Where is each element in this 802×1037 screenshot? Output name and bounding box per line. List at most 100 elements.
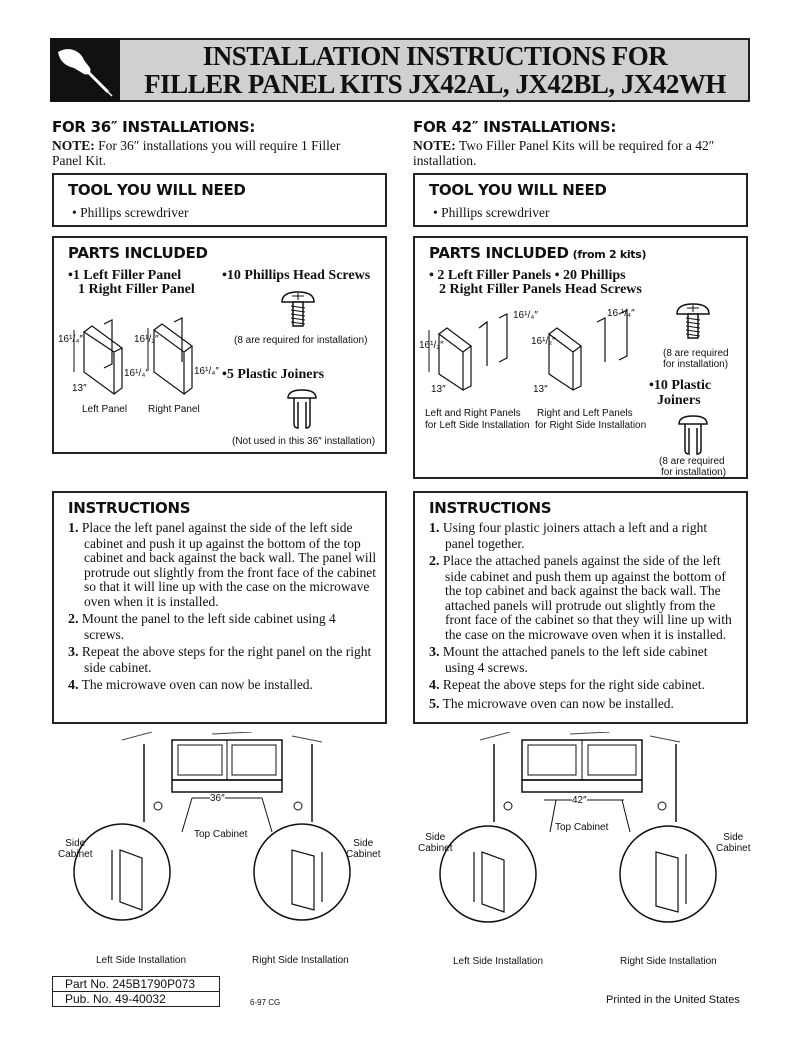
step-text: The microwave oven can now be installed. [81, 677, 313, 692]
dim-label: 13″ [431, 384, 446, 395]
joiners-note: (Not used in this 36″ installation) [232, 436, 376, 447]
step-item: 4. Repeat the above steps for the right … [429, 677, 739, 694]
panel-caption: Right and Left Panels [537, 408, 633, 419]
left-steps: 1. Place the left panel against the side… [68, 520, 378, 697]
tool-item: • Phillips screwdriver [433, 205, 550, 220]
top-cabinet-label: Top Cabinet [555, 822, 609, 833]
dim-label: 16¹/₄″ [124, 368, 149, 379]
right-side-installation-label: Right Side Installation [252, 955, 349, 966]
width-label: 36″ [210, 793, 225, 804]
parts-panels-1: •1 Left Filler Panel [68, 268, 182, 283]
right-tool-box: TOOL YOU WILL NEED • Phillips screwdrive… [413, 173, 748, 227]
step-item: 4. The microwave oven can now be install… [68, 677, 378, 694]
page-title: INSTALLATION INSTRUCTIONS FOR FILLER PAN… [120, 42, 750, 98]
right-panel-label: Right Panel [148, 404, 200, 415]
parts-line-2: 2 Right Filler Panels Head Screws [439, 282, 642, 297]
parts-joiners: Joiners [657, 393, 701, 408]
parts-title-sub: (from 2 kits) [572, 248, 647, 261]
step-item: 1. Place the left panel against the side… [68, 520, 378, 609]
step-item: 1. Using four plastic joiners attach a l… [429, 520, 739, 551]
dim-label: 16¹/₄″ [58, 334, 83, 345]
parts-line-1: • 2 Left Filler Panels • 20 Phillips [429, 268, 626, 283]
pub-number: Pub. No. 49-40032 [52, 991, 220, 1007]
dim-label: 16¹/₄″ [513, 310, 538, 321]
dim-label: 16¹/₂″ [134, 334, 159, 345]
dim-label: 16¹/₂″ [531, 336, 556, 347]
left-side-installation-label: Left Side Installation [96, 955, 187, 966]
top-cabinet-label: Top Cabinet [194, 829, 248, 840]
step-text: Using four plastic joiners attach a left… [442, 520, 708, 551]
parts-title-row: PARTS INCLUDED (from 2 kits) [429, 244, 647, 263]
side-cabinet-label: Side Cabinet [346, 838, 381, 860]
left-tool-box: TOOL YOU WILL NEED • Phillips screwdrive… [52, 173, 387, 227]
step-item: 5. The microwave oven can now be install… [429, 695, 739, 713]
dim-label: 13″ [533, 384, 548, 395]
plastic-joiner-icon [678, 415, 708, 455]
note-text: For 36″ installations you will require 1… [52, 138, 341, 168]
tool-title: TOOL YOU WILL NEED [68, 181, 246, 199]
instructions-title: INSTRUCTIONS [429, 499, 552, 517]
step-number: 4. [68, 678, 79, 693]
step-number: 1. [429, 521, 440, 536]
hand-screwdriver-icon [50, 38, 120, 102]
title-banner [50, 38, 750, 102]
right-instructions-box: INSTRUCTIONS 1. Using four plastic joine… [413, 491, 748, 724]
title-line-2: FILLER PANEL KITS JX42AL, JX42BL, JX42WH [144, 69, 726, 99]
parts-screws: •10 Phillips Head Screws [222, 268, 371, 283]
left-installation-diagram [73, 732, 351, 921]
parts-panels-2: 1 Right Filler Panel [78, 282, 195, 297]
left-side-installation-label: Left Side Installation [453, 956, 544, 967]
note-label: NOTE: [413, 138, 456, 153]
instructions-title: INSTRUCTIONS [68, 499, 191, 517]
joiners-note: for installation) [661, 467, 727, 478]
right-section-heading: FOR 42″ INSTALLATIONS: [413, 118, 617, 136]
left-parts-box: PARTS INCLUDED •1 Left Filler Panel 1 Ri… [52, 236, 387, 454]
step-item: 2. Mount the panel to the left side cabi… [68, 611, 378, 642]
panel-caption: Left and Right Panels [425, 408, 521, 419]
tool-title: TOOL YOU WILL NEED [429, 181, 607, 199]
left-panel-label: Left Panel [82, 404, 128, 415]
side-cabinet-label: Side Cabinet [716, 832, 751, 854]
filler-panels-illustration [428, 309, 628, 392]
note-label: NOTE: [52, 138, 95, 153]
step-item: 3. Mount the attached panels to the left… [429, 644, 739, 675]
screws-note: (8 are required [663, 348, 729, 359]
screw-icon [676, 303, 710, 339]
date-code: 6-97 CG [250, 998, 281, 1007]
dim-label: 16 ¹/₄″ [607, 308, 635, 319]
left-note: NOTE: For 36″ installations you will req… [52, 138, 352, 168]
step-number: 3. [429, 645, 440, 660]
step-number: 3. [68, 645, 79, 660]
right-side-installation-label: Right Side Installation [620, 956, 717, 967]
step-text: Place the left panel against the side of… [81, 520, 377, 609]
step-text: The microwave oven can now be installed. [442, 695, 674, 711]
joiners-note: (8 are required [659, 456, 725, 467]
tool-item: • Phillips screwdriver [72, 205, 189, 220]
parts-title: PARTS INCLUDED [429, 244, 569, 262]
panel-caption: for Left Side Installation [425, 420, 530, 431]
title-line-1: INSTALLATION INSTRUCTIONS FOR [202, 41, 668, 71]
left-section-heading: FOR 36″ INSTALLATIONS: [52, 118, 256, 136]
step-text: Place the attached panels against the si… [442, 553, 732, 642]
screw-icon [281, 291, 315, 327]
dim-label: 16¹/₂″ [419, 340, 444, 351]
step-text: Repeat the above steps for the right sid… [442, 677, 705, 692]
printed-in: Printed in the United States [606, 994, 740, 1006]
step-number: 2. [429, 554, 440, 569]
step-item: 2. Place the attached panels against the… [429, 553, 739, 642]
right-parts-box: PARTS INCLUDED (from 2 kits) • 2 Left Fi… [413, 236, 748, 479]
dim-label: 16¹/₄″ [194, 366, 219, 377]
right-installation-diagram [439, 732, 717, 923]
note-text: Two Filler Panel Kits will be required f… [413, 138, 715, 168]
step-number: 1. [68, 521, 79, 536]
step-number: 2. [68, 612, 79, 627]
step-number: 5. [429, 696, 440, 712]
step-text: Repeat the above steps for the right pan… [81, 644, 372, 675]
dim-label: 13″ [72, 383, 87, 394]
step-number: 4. [429, 678, 440, 693]
parts-title: PARTS INCLUDED [68, 244, 208, 262]
parts-joiners: •10 Plastic [649, 378, 712, 393]
parts-joiners: •5 Plastic Joiners [222, 367, 325, 382]
step-item: 3. Repeat the above steps for the right … [68, 644, 378, 675]
screws-note: (8 are required for installation) [234, 335, 368, 346]
